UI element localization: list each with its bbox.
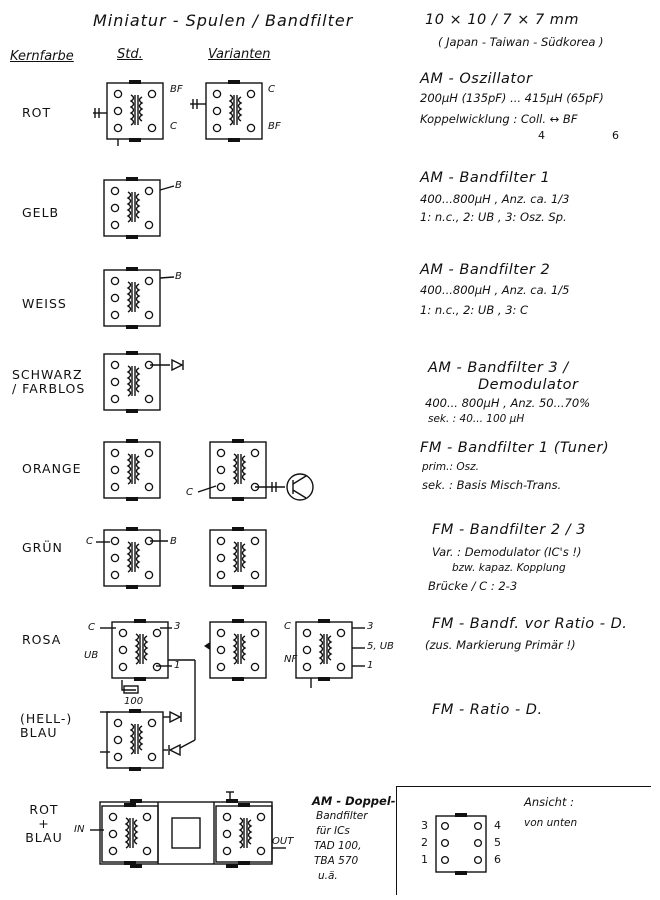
label-rosa2-c: C (284, 621, 291, 632)
desc-rotblau-4: TAD 100, (314, 840, 362, 852)
label-orange-c: C (186, 487, 193, 498)
desc-rosa-1: FM - Bandf. vor Ratio - D. (432, 616, 628, 632)
pin-label-4: 4 (494, 819, 501, 832)
header-core-color: Kernfarbe (10, 49, 74, 64)
color-gruen: GRÜN (22, 540, 63, 555)
desc-hellblau-1: FM - Ratio - D. (432, 702, 543, 718)
label-rot-var-c: C (268, 84, 275, 95)
header-variants: Varianten (208, 47, 271, 62)
coil-double-bandfilter (90, 791, 286, 868)
pin-label-6: 6 (494, 853, 501, 866)
pin-label-5: 5 (494, 836, 501, 849)
color-orange: ORANGE (22, 461, 82, 476)
color-hellblau: (HELL-) BLAU (20, 711, 73, 740)
label-rot-var-bf: BF (268, 121, 281, 132)
label-rosa-r100: 100 (124, 696, 144, 707)
coil-schwarz-standard (103, 350, 184, 414)
color-rot: ROT (22, 105, 52, 120)
desc-rot-2: 200µH (135pF) ... 415µH (65pF) (420, 91, 604, 105)
label-double-in: IN (74, 824, 85, 835)
label-weiss-b: B (175, 271, 182, 282)
desc-gruen-3: bzw. kapaz. Kopplung (452, 562, 566, 574)
color-rosa: ROSA (22, 632, 62, 647)
bottom-view-panel (396, 786, 651, 895)
desc-weiss-1: AM - Bandfilter 2 (420, 262, 551, 278)
desc-rotblau-2: Bandfilter (316, 810, 368, 822)
coil-orange-variant (197, 438, 314, 502)
desc-schwarz-3: 400... 800µH , Anz. 50...70% (425, 396, 591, 410)
desc-weiss-3: 1: n.c., 2: UB , 3: C (420, 303, 529, 317)
color-weiss: WEISS (22, 296, 67, 311)
desc-rot-note-6: 6 (612, 129, 619, 142)
color-rot-blau: ROT + BLAU (25, 802, 63, 845)
header-standard: Std. (117, 47, 143, 62)
label-gruen-b: B (170, 536, 177, 547)
coil-hellblau-standard (100, 708, 182, 772)
desc-schwarz-4: sek. : 40... 100 µH (428, 413, 525, 425)
coil-rosa-variant-2 (295, 618, 365, 688)
desc-schwarz-1: AM - Bandfilter 3 / (428, 360, 569, 376)
origin-note: ( Japan - Taiwan - Südkorea ) (438, 35, 604, 49)
label-rot-c: C (170, 121, 177, 132)
desc-rot-1: AM - Oszillator (420, 71, 533, 87)
coil-rosa-variant (204, 618, 267, 682)
desc-gelb-2: 400...800µH , Anz. ca. 1/3 (420, 192, 570, 206)
coil-gelb-standard (103, 176, 175, 240)
coil-orange-standard (103, 438, 161, 502)
desc-orange-2: prim.: Osz. (422, 461, 479, 473)
pin-label-1: 1 (421, 853, 428, 866)
color-schwarz-farblos: SCHWARZ / FARBLOS (12, 367, 86, 396)
pin-label-2: 2 (421, 836, 428, 849)
label-rosa2-3: 3 (367, 621, 374, 632)
desc-orange-3: sek. : Basis Misch-Trans. (422, 478, 562, 492)
desc-gelb-1: AM - Bandfilter 1 (420, 170, 551, 186)
label-rosa2-nf: NF (284, 654, 298, 665)
pin-label-3: 3 (421, 819, 428, 832)
desc-rot-3: Koppelwicklung : Coll. ↔ BF (420, 112, 578, 126)
label-rosa2-5ub: 5, UB (367, 641, 394, 652)
desc-gelb-3: 1: n.c., 2: UB , 3: Osz. Sp. (420, 210, 567, 224)
bottom-view-diagram (435, 813, 487, 875)
desc-rotblau-6: u.ä. (318, 870, 338, 882)
page-title: Miniatur - Spulen / Bandfilter (93, 11, 354, 30)
desc-rosa-2: (zus. Markierung Primär !) (425, 638, 576, 652)
coil-gruen-variant (209, 526, 267, 590)
label-rosa-1: 1 (174, 660, 181, 671)
label-rosa-ub: UB (84, 650, 99, 661)
coil-weiss-standard (103, 266, 175, 330)
label-gelb-b: B (175, 180, 182, 191)
label-rosa2-1: 1 (367, 660, 374, 671)
coil-rot-standard (93, 79, 164, 146)
coil-rosa-standard (100, 618, 196, 749)
bottom-view-title: Ansicht : (524, 795, 574, 809)
desc-rotblau-1: AM - Doppel- (312, 794, 396, 808)
label-gruen-c: C (86, 536, 93, 547)
label-rosa-3: 3 (174, 621, 181, 632)
label-double-out: OUT (272, 836, 294, 847)
desc-rot-note-4: 4 (538, 129, 545, 142)
label-rosa-c: C (88, 622, 95, 633)
color-gelb: GELB (22, 205, 60, 220)
desc-weiss-2: 400...800µH , Anz. ca. 1/5 (420, 283, 570, 297)
desc-orange-1: FM - Bandfilter 1 (Tuner) (420, 440, 610, 456)
desc-rotblau-5: TBA 570 (314, 855, 359, 867)
coil-size: 10 × 10 / 7 × 7 mm (425, 12, 580, 28)
bottom-view-subtitle: von unten (524, 817, 578, 829)
coil-rot-variant (190, 79, 263, 143)
desc-schwarz-2: Demodulator (478, 377, 579, 393)
desc-rotblau-3: für ICs (316, 825, 350, 837)
coil-gruen-standard (96, 526, 168, 590)
desc-gruen-1: FM - Bandfilter 2 / 3 (432, 522, 586, 538)
desc-gruen-4: Brücke / C : 2-3 (428, 579, 518, 593)
label-rot-bf: BF (170, 84, 183, 95)
desc-gruen-2: Var. : Demodulator (IC's !) (432, 545, 582, 559)
